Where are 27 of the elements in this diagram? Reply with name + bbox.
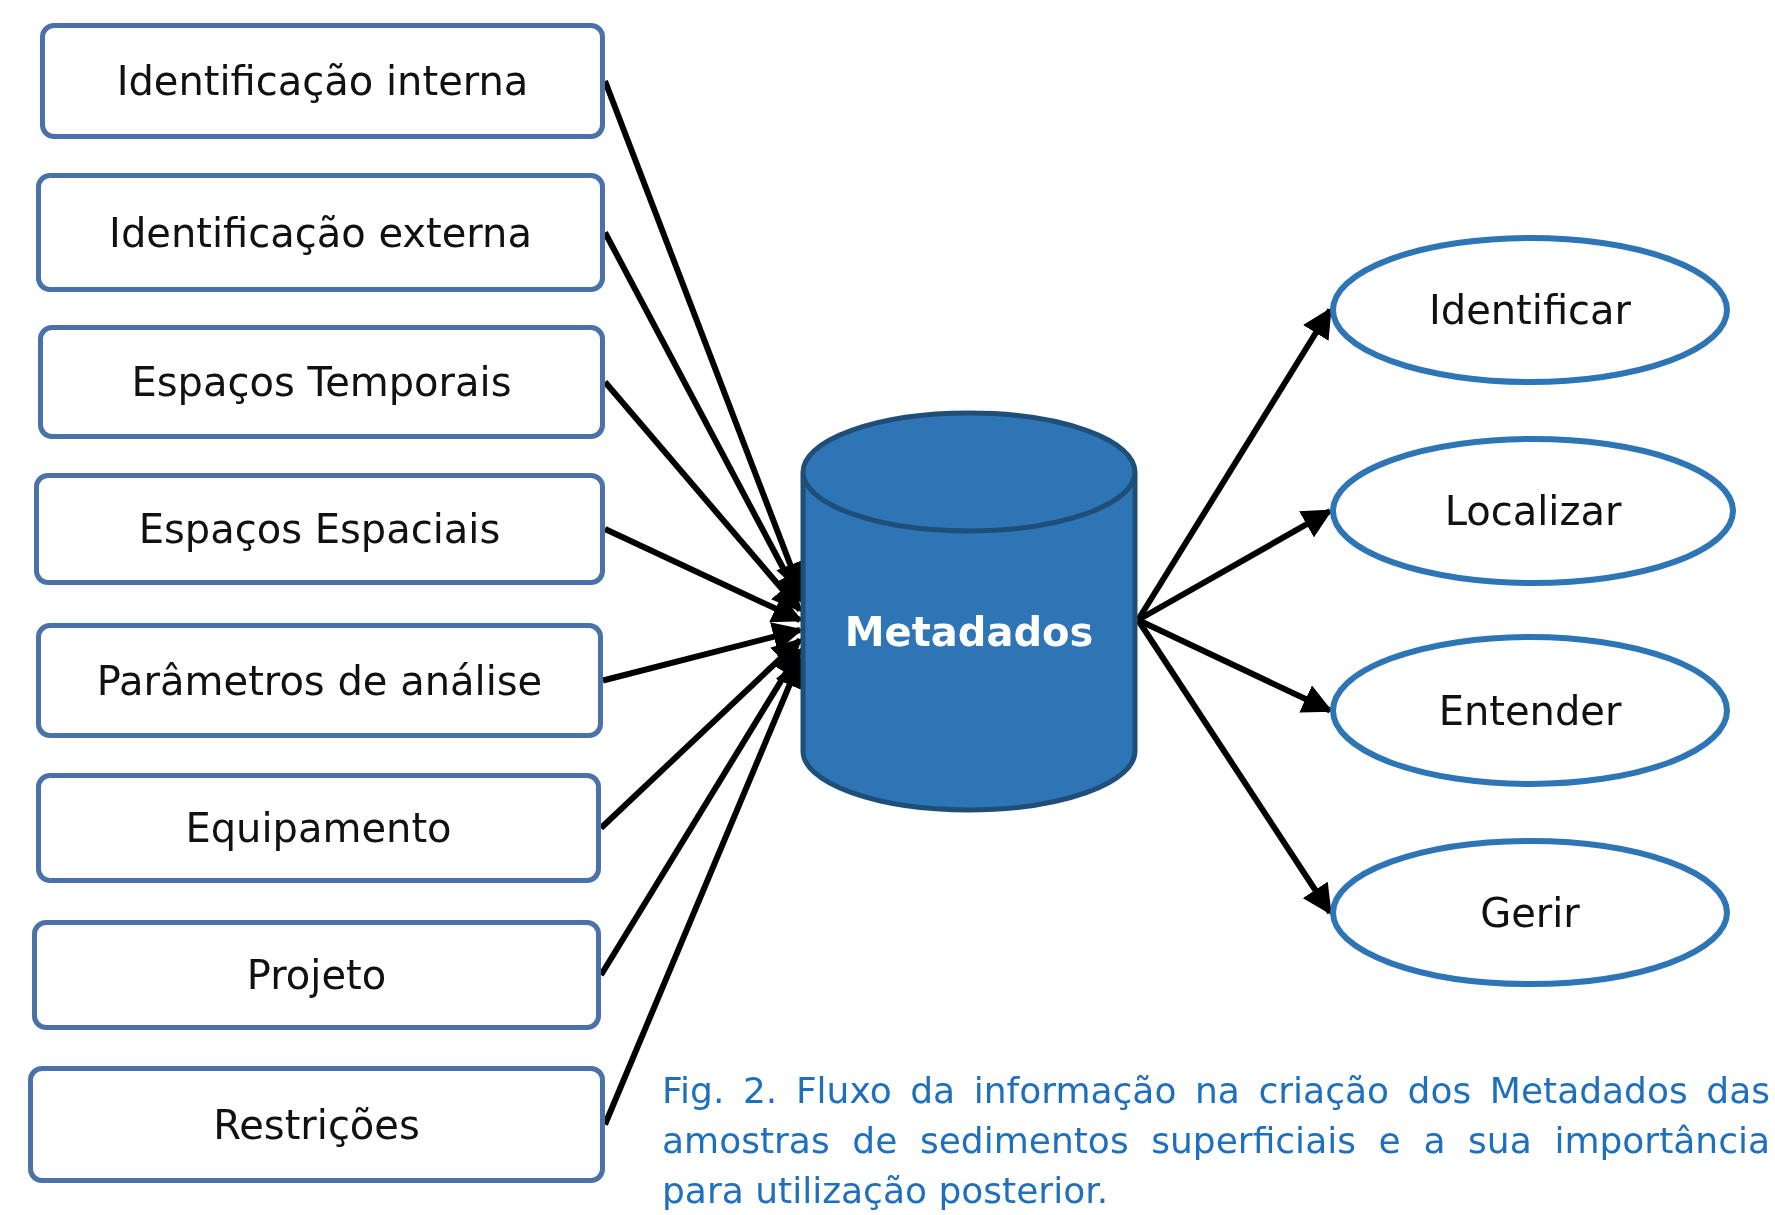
node-label: Entender [1438,687,1622,734]
node-label: Parâmetros de análise [96,657,543,704]
rounded-box [28,1066,605,1183]
node-label: Identificação interna [116,58,529,104]
rounded-box [34,473,605,585]
node-label: Gerir [1480,889,1580,936]
arrow [1136,508,1333,623]
node-label: Espaços Espaciais [138,506,501,552]
node-label: Restrições [213,1101,420,1148]
rounded-box [36,623,603,738]
rounded-box [40,23,605,139]
arrow [1136,617,1333,714]
arrow [602,622,803,684]
node-label: Equipamento [185,805,452,851]
node-label: Identificar [1428,287,1632,333]
node-label: Identificação externa [109,209,532,256]
node-label: Localizar [1444,488,1622,534]
arrow [603,526,803,623]
node-label: Espaços Temporais [131,359,512,405]
figure-caption: Fig. 2. Fluxo da informação na criação dos Metadados das amostras de sedimentos superficiais e a sua importância para utilização posterior. [662,1069,1770,1213]
rounded-box [32,920,601,1030]
node-label: Projeto [246,952,387,998]
rounded-box [36,173,605,292]
rounded-box [36,773,601,883]
node-label: Metadados [844,608,1094,655]
arrow [1135,618,1333,915]
rounded-box [38,325,605,439]
